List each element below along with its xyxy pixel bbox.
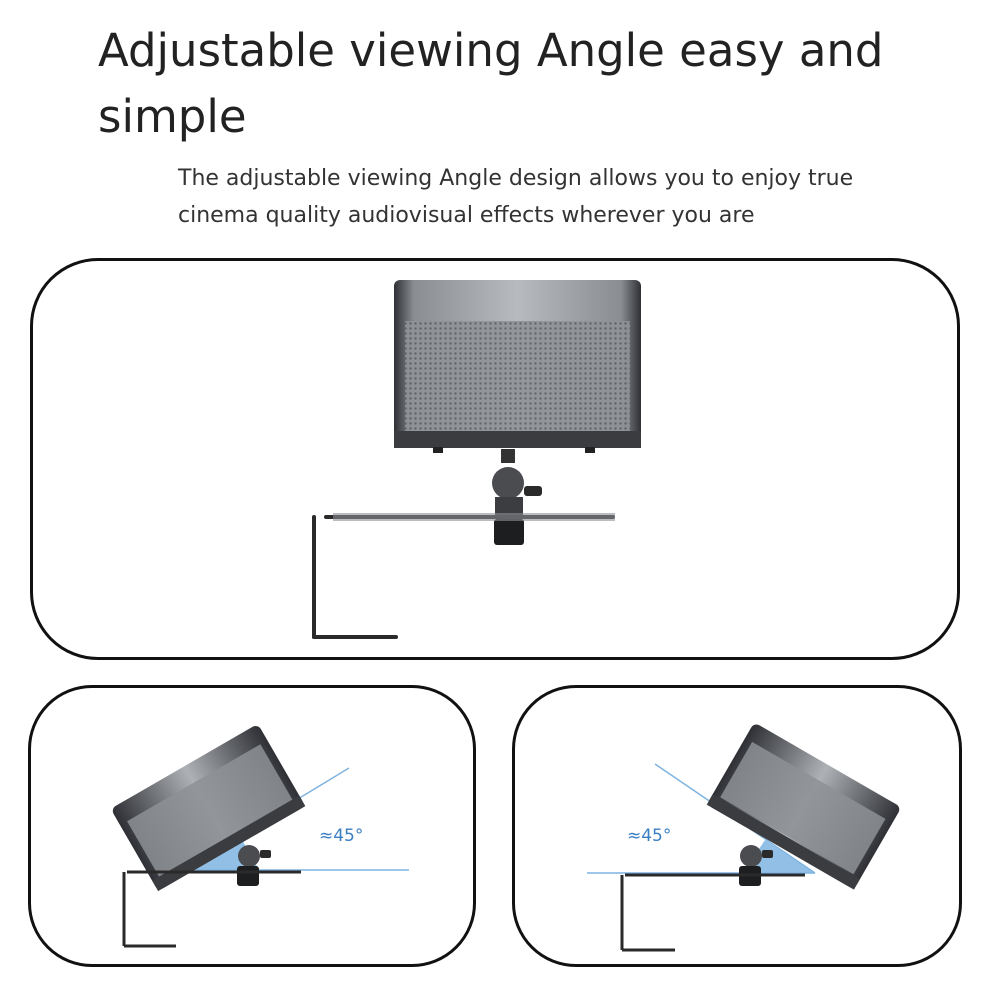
tilt-left-panel: ≈45°: [28, 685, 476, 967]
level-mount-panel: [30, 258, 960, 660]
shelf-bracket: [122, 870, 301, 948]
projector-image: [394, 280, 641, 453]
ball-head-mount: [492, 449, 542, 545]
angle-label: ≈45°: [319, 826, 363, 846]
shelf-bracket: [620, 873, 805, 952]
shelf-bracket: [312, 515, 615, 639]
angle-wedge: [743, 840, 815, 873]
angle-label: ≈45°: [627, 826, 671, 846]
tilt-right-illustration: ≈45°: [587, 724, 900, 952]
projector-image: [706, 724, 900, 890]
page-title: Adjustable viewing Angle easy and simple: [98, 24, 884, 143]
page-description: The adjustable viewing Angle design allo…: [178, 166, 854, 228]
level-mount-illustration: [312, 280, 641, 639]
projector-image: [112, 725, 306, 892]
tilt-right-panel: ≈45°: [512, 685, 962, 967]
tilt-left-illustration: ≈45°: [112, 725, 409, 948]
